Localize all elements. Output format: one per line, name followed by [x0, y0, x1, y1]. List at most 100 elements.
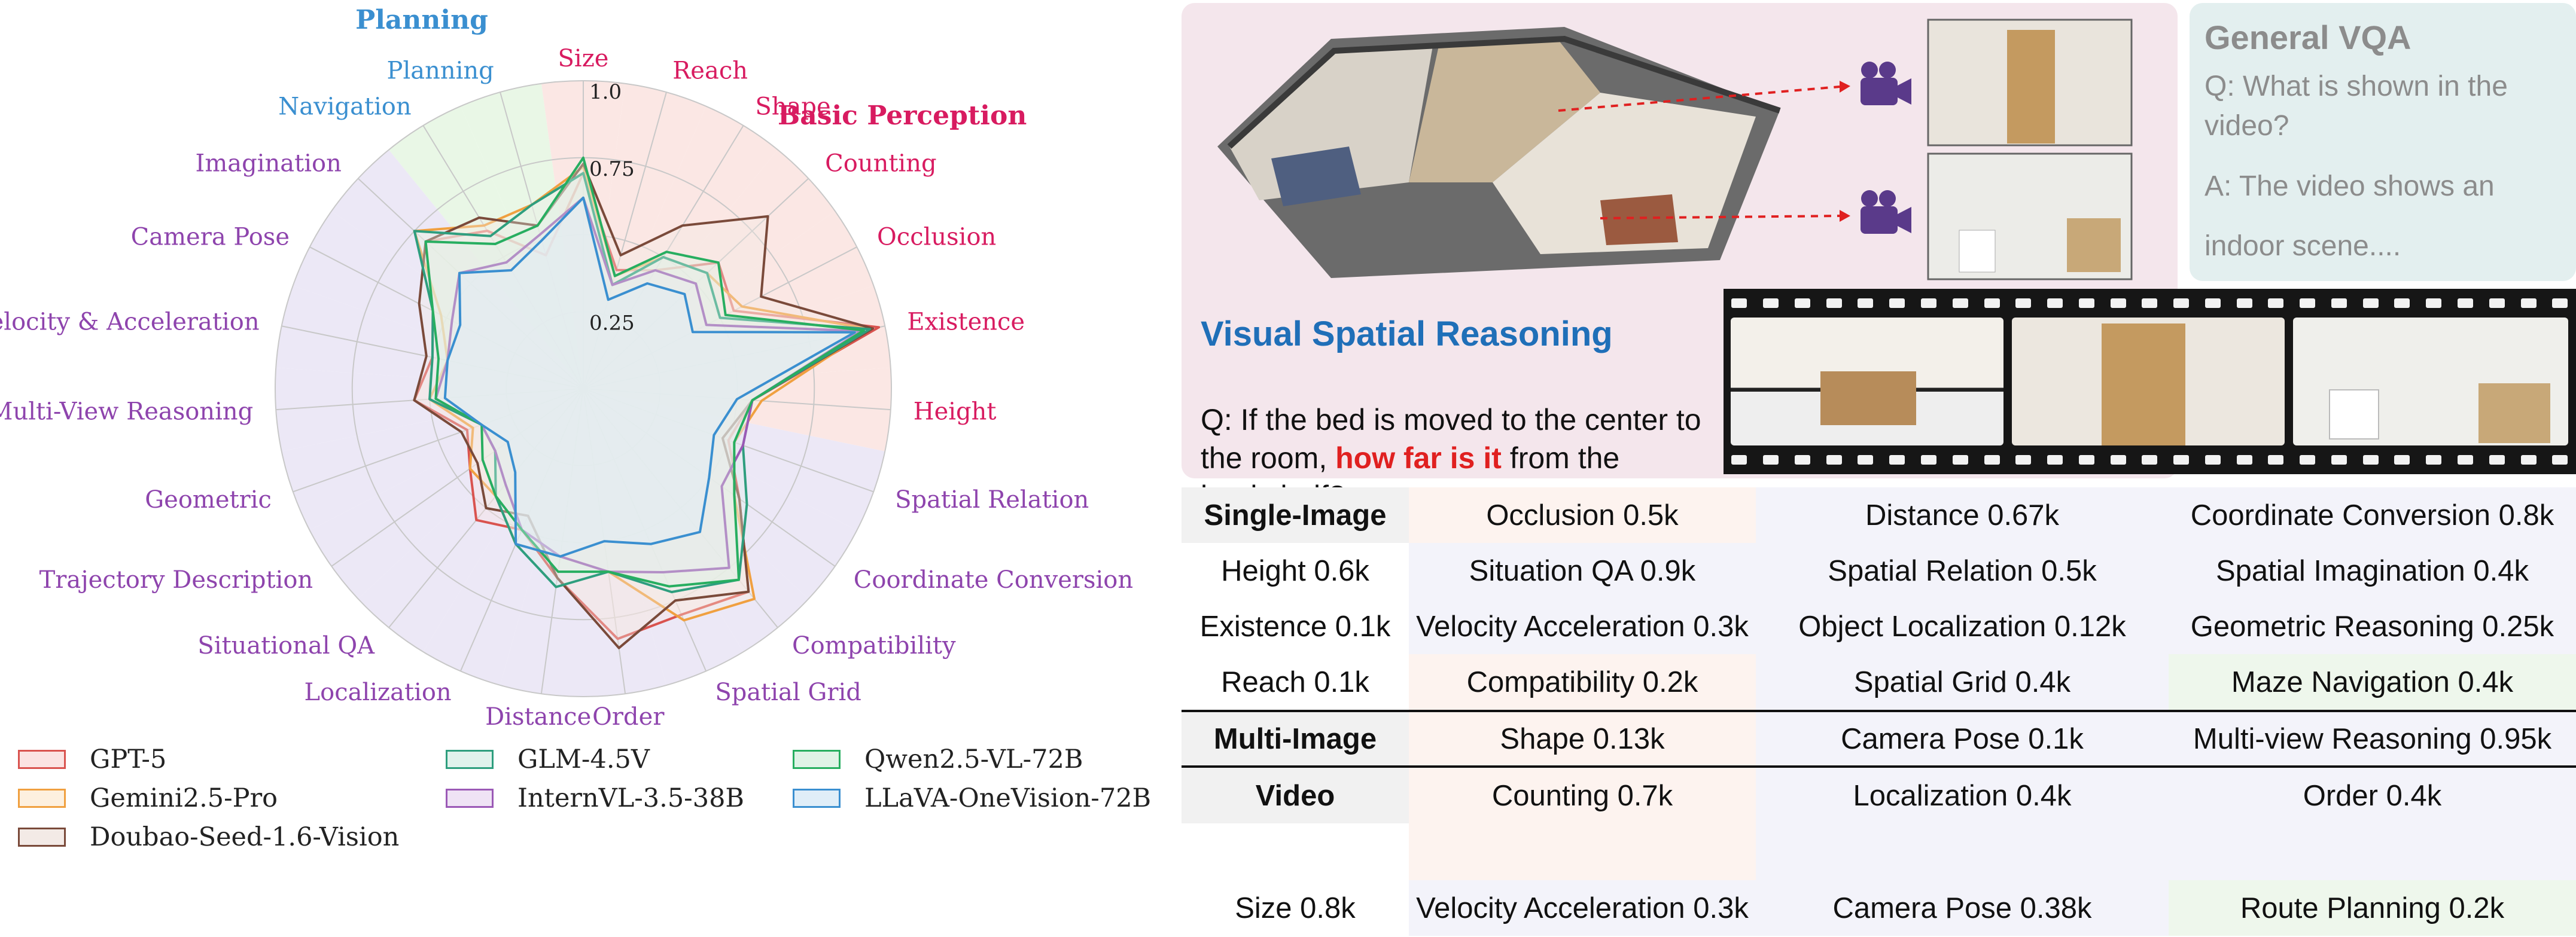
- cell-bg: [1409, 599, 1756, 654]
- radial-tick-label: 0.75: [589, 157, 635, 181]
- legend-item-internvl: InternVL-3.5-38B: [446, 780, 744, 816]
- table-cell: Reach 0.1k: [1221, 666, 1369, 698]
- category-label: Order: [592, 703, 665, 731]
- radar-series-doubao-seed-1-6-vision: [413, 163, 875, 649]
- radar-series-llava-onevision-72b: [443, 196, 856, 558]
- radar-spoke: [309, 246, 584, 389]
- radial-tick-label: 1.0: [589, 80, 622, 104]
- table-cell: Spatial Relation 0.5k: [1828, 554, 2097, 587]
- radar-spoke: [293, 388, 584, 493]
- category-label: Velocity & Acceleration: [0, 308, 260, 335]
- category-label: Occlusion: [877, 224, 996, 251]
- category-label: Camera Pose: [131, 224, 290, 251]
- table-cell: Size 0.8k: [1235, 892, 1356, 924]
- cell-bg: [1409, 543, 1756, 599]
- film-perforations: [1724, 453, 2576, 467]
- legend-label: Doubao-Seed-1.6-Vision: [90, 822, 400, 852]
- legend-label: GLM-4.5V: [517, 744, 650, 774]
- table-header-multi-image: Multi-Image: [1213, 722, 1377, 755]
- planning-cell-bg: [2169, 654, 2576, 710]
- table-cell: Object Localization 0.12k: [1798, 610, 2126, 643]
- table-cell: Counting 0.7k: [1491, 779, 1673, 812]
- task-statistics-table: Single-Image Occlusion 0.5k Distance 0.6…: [1182, 487, 2576, 936]
- category-label: Distance: [485, 703, 591, 731]
- video-filmstrip: [1724, 289, 2576, 474]
- table-cell: Order 0.4k: [2303, 779, 2442, 812]
- legend-swatch: [446, 789, 494, 808]
- video-camera-icon: [1861, 190, 1911, 234]
- visual-spatial-reasoning-question: Q: If the bed is moved to the center to …: [1201, 401, 1709, 515]
- floorplan-illustration: [1217, 19, 2133, 280]
- legend-swatch: [793, 789, 841, 808]
- radar-sector-bg: [309, 389, 583, 599]
- radar-sector-bg: [583, 106, 778, 389]
- table-cell: Camera Pose 0.1k: [1841, 722, 2084, 755]
- video-camera-icon: [1861, 62, 1911, 105]
- category-label: Navigation: [278, 93, 411, 121]
- category-label: Size: [558, 45, 609, 72]
- general-vqa-card: [2190, 3, 2576, 281]
- group-title-basic: Basic Perception: [778, 100, 1027, 131]
- radar-sector-bg: [276, 285, 584, 389]
- table-cell: Localization 0.4k: [1853, 779, 2072, 812]
- legend-label: Gemini2.5-Pro: [90, 783, 278, 813]
- radar-sector-bg: [583, 83, 707, 389]
- legend-swatch: [793, 750, 841, 769]
- radar-spoke: [540, 388, 584, 694]
- radar-spoke: [357, 178, 584, 389]
- category-label: Trajectory Description: [39, 566, 313, 594]
- film-perforations: [1724, 296, 2576, 310]
- radar-spoke: [583, 91, 667, 389]
- radar-sector-bg: [423, 389, 583, 685]
- category-label: Imagination: [196, 150, 342, 178]
- table-cell: Situation QA 0.9k: [1469, 554, 1696, 587]
- radar-sector-bg: [388, 106, 583, 389]
- legend-item-llava: LLaVA-OneVision-72B: [793, 780, 1151, 816]
- table-cell: Maze Navigation 0.4k: [2231, 666, 2514, 698]
- category-label: Geometric: [145, 486, 272, 514]
- table-cell: Compatibility 0.2k: [1466, 666, 1698, 698]
- radar-sector-bg: [358, 389, 583, 652]
- question-text: Q: If the bed is moved to the center to …: [1201, 403, 1701, 475]
- general-vqa-answer: A: The video shows an indoor scene....: [2204, 170, 2495, 262]
- legend-item-doubao: Doubao-Seed-1.6-Vision: [18, 819, 399, 855]
- general-vqa-question: Q: What is shown in the video?: [2204, 71, 2508, 142]
- category-label: Spatial Relation: [895, 486, 1089, 514]
- table-cell: Spatial Grid 0.4k: [1853, 666, 2071, 698]
- radar-sector-bg: [281, 389, 583, 530]
- video-frame-bathroom: [2293, 318, 2568, 445]
- table-header-video: Video: [1255, 779, 1335, 812]
- table-cell: Existence 0.1k: [1199, 610, 1391, 643]
- category-label: Multi-View Reasoning: [0, 398, 253, 426]
- table-header-single-image: Single-Image: [1204, 499, 1387, 532]
- radar-sector-bg: [331, 149, 583, 389]
- radar-sector-bg: [460, 83, 583, 389]
- table-divider: [1182, 710, 2576, 712]
- legend-swatch: [446, 750, 494, 769]
- question-highlight: how far is it: [1335, 441, 1502, 475]
- radar-series-internvl-3-5-38b: [434, 196, 862, 574]
- visual-spatial-reasoning-title: Visual Spatial Reasoning: [1201, 315, 1613, 353]
- legend-label: InternVL-3.5-38B: [517, 783, 745, 813]
- category-label: Height: [914, 398, 997, 426]
- legend-label: Qwen2.5-VL-72B: [864, 744, 1083, 774]
- legend-swatch: [18, 750, 66, 769]
- legend-swatch: [18, 789, 66, 808]
- category-label: Situational QA: [197, 632, 375, 660]
- group-title-planning: Planning: [355, 5, 488, 35]
- radar-spoke: [331, 388, 584, 567]
- table-cell: Velocity Acceleration 0.3k: [1416, 610, 1749, 643]
- radar-sector-bg: [583, 389, 744, 685]
- category-label: Spatial Grid: [715, 679, 861, 706]
- radar-sector-bg: [583, 389, 857, 599]
- table-cell: Route Planning 0.2k: [2240, 892, 2505, 924]
- table-cell: Shape 0.13k: [1500, 722, 1665, 755]
- radial-tick-label: 0.25: [589, 311, 635, 335]
- legend-label: LLaVA-OneVision-72B: [864, 783, 1152, 813]
- table-cell: Camera Pose 0.38k: [1832, 892, 2092, 924]
- cell-bg: [1409, 880, 1756, 936]
- table-cell: Height 0.6k: [1221, 554, 1369, 587]
- video-frame-door: [2012, 318, 2285, 445]
- category-label: Shape: [755, 93, 830, 121]
